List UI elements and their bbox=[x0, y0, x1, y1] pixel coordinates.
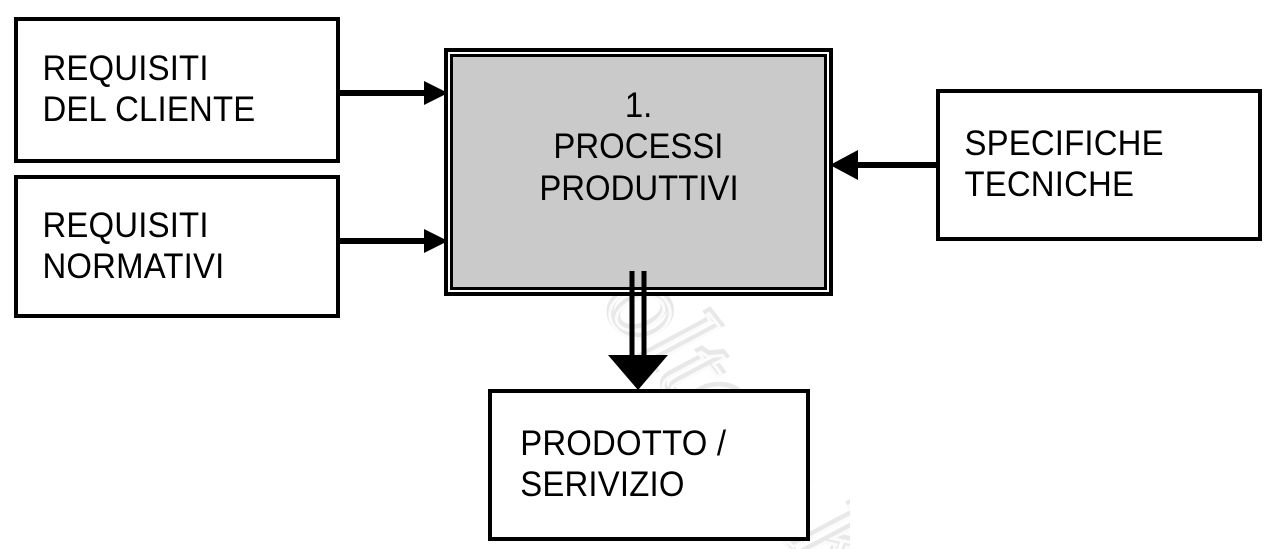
node-requisiti-del-cliente[interactable]: REQUISITI DEL CLIENTE bbox=[14, 17, 340, 163]
node-prodotto-servizio[interactable]: PRODOTTO / SERIVIZIO bbox=[488, 389, 810, 541]
edge-specifiche-tecniche-to-processi-arrowhead bbox=[830, 150, 858, 180]
node-requisiti-normativi-line-1: REQUISITI bbox=[42, 205, 209, 245]
node-requisiti-del-cliente-line-2: DEL CLIENTE bbox=[42, 90, 256, 129]
edge-requisiti-normativi-to-processi bbox=[340, 229, 448, 253]
node-prodotto-servizio-line-2: SERIVIZIO bbox=[520, 465, 685, 504]
node-processi-produttivi[interactable]: 1. PROCESSI PRODUTTIVI bbox=[444, 48, 833, 296]
node-specifiche-tecniche[interactable]: SPECIFICHE TECNICHE bbox=[936, 89, 1262, 241]
edge-specifiche-tecniche-to-processi bbox=[830, 150, 936, 180]
node-requisiti-normativi[interactable]: REQUISITI NORMATIVI bbox=[14, 175, 340, 318]
node-specifiche-tecniche-line-2: TECNICHE bbox=[964, 165, 1135, 204]
node-requisiti-normativi-line-2: NORMATIVI bbox=[42, 246, 225, 286]
node-requisiti-del-cliente-line-1: REQUISITI bbox=[42, 49, 209, 89]
edge-processi-to-prodotto-servizio-arrowhead bbox=[608, 355, 668, 390]
edge-requisiti-cliente-to-processi bbox=[340, 81, 448, 105]
node-processi-produttivi-line-1: PROCESSI bbox=[553, 127, 724, 167]
node-specifiche-tecniche-line-1: SPECIFICHE bbox=[964, 124, 1164, 164]
node-processi-produttivi-line-2: PRODUTTIVI bbox=[538, 168, 739, 208]
node-processi-produttivi-number: 1. bbox=[624, 86, 653, 125]
node-processi-produttivi-inner: 1. PROCESSI PRODUTTIVI bbox=[450, 54, 827, 290]
node-prodotto-servizio-line-1: PRODOTTO / bbox=[520, 424, 727, 464]
